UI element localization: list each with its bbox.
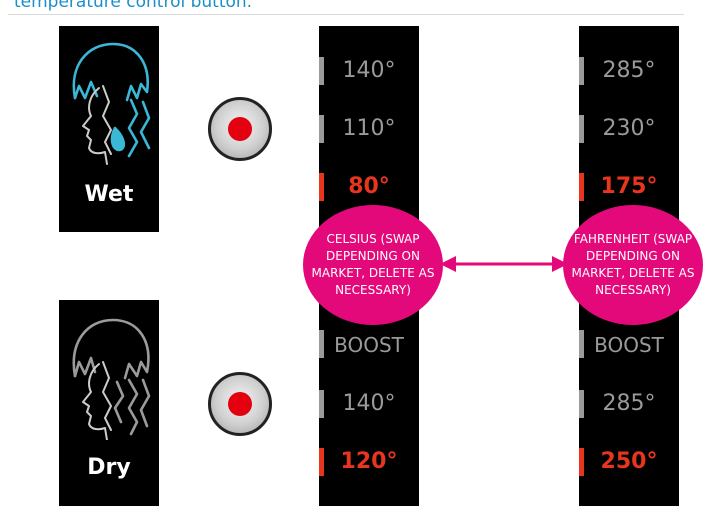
- tick-bar: [579, 330, 584, 358]
- dry-mode-label: Dry: [87, 455, 131, 480]
- celsius-value: 140°: [342, 391, 396, 416]
- tick-bar: [319, 448, 324, 476]
- fahrenheit-value: BOOST: [594, 333, 664, 357]
- celsius-value: BOOST: [334, 333, 404, 357]
- celsius-value: 80°: [348, 174, 390, 199]
- fahrenheit-tick-hot: 250°: [579, 447, 679, 477]
- tick-bar: [579, 173, 584, 201]
- divider-line: [8, 14, 684, 15]
- fahrenheit-value: 250°: [600, 449, 658, 474]
- tick-bar: [579, 115, 584, 143]
- fahrenheit-value: 175°: [600, 174, 658, 199]
- fahrenheit-note-text: FAHRENHEIT (SWAP DEPENDING ON MARKET, DE…: [571, 232, 695, 297]
- fahrenheit-value: 285°: [602, 58, 656, 83]
- celsius-tick: 140°: [319, 56, 419, 86]
- fahrenheit-tick-hot: 175°: [579, 172, 679, 202]
- caption-text: temperature control button.: [14, 0, 253, 12]
- fahrenheit-value: 230°: [602, 116, 656, 141]
- wet-temperature-control-button[interactable]: [208, 97, 272, 161]
- celsius-tick-hot: 120°: [319, 447, 419, 477]
- tick-bar: [579, 390, 584, 418]
- tick-bar: [319, 390, 324, 418]
- fahrenheit-tick-boost: BOOST: [579, 329, 679, 359]
- celsius-tick: 140°: [319, 389, 419, 419]
- celsius-note-text: CELSIUS (SWAP DEPENDING ON MARKET, DELET…: [311, 232, 435, 297]
- celsius-tick-boost: BOOST: [319, 329, 419, 359]
- fahrenheit-tick: 230°: [579, 114, 679, 144]
- button-red-dot-icon: [228, 392, 252, 416]
- dry-temperature-control-button[interactable]: [208, 372, 272, 436]
- tick-bar: [579, 448, 584, 476]
- fahrenheit-tick: 285°: [579, 56, 679, 86]
- celsius-value: 120°: [340, 449, 398, 474]
- fahrenheit-tick: 285°: [579, 389, 679, 419]
- button-red-dot-icon: [228, 117, 252, 141]
- tick-bar: [319, 173, 324, 201]
- wet-hair-head-icon: [72, 42, 151, 165]
- double-arrow-icon: [440, 256, 568, 272]
- wet-mode-label: Wet: [84, 182, 134, 207]
- celsius-value: 110°: [342, 116, 396, 141]
- wet-mode-panel: Wet: [59, 26, 159, 232]
- dry-mode-panel: Dry: [59, 300, 159, 506]
- dry-hair-head-icon: [72, 318, 151, 440]
- tick-bar: [579, 57, 584, 85]
- celsius-note-bubble: CELSIUS (SWAP DEPENDING ON MARKET, DELET…: [303, 205, 443, 325]
- tick-bar: [319, 57, 324, 85]
- fahrenheit-note-bubble: FAHRENHEIT (SWAP DEPENDING ON MARKET, DE…: [563, 205, 703, 325]
- fahrenheit-value: 285°: [602, 391, 656, 416]
- celsius-tick-hot: 80°: [319, 172, 419, 202]
- tick-bar: [319, 330, 324, 358]
- celsius-value: 140°: [342, 58, 396, 83]
- tick-bar: [319, 115, 324, 143]
- celsius-tick: 110°: [319, 114, 419, 144]
